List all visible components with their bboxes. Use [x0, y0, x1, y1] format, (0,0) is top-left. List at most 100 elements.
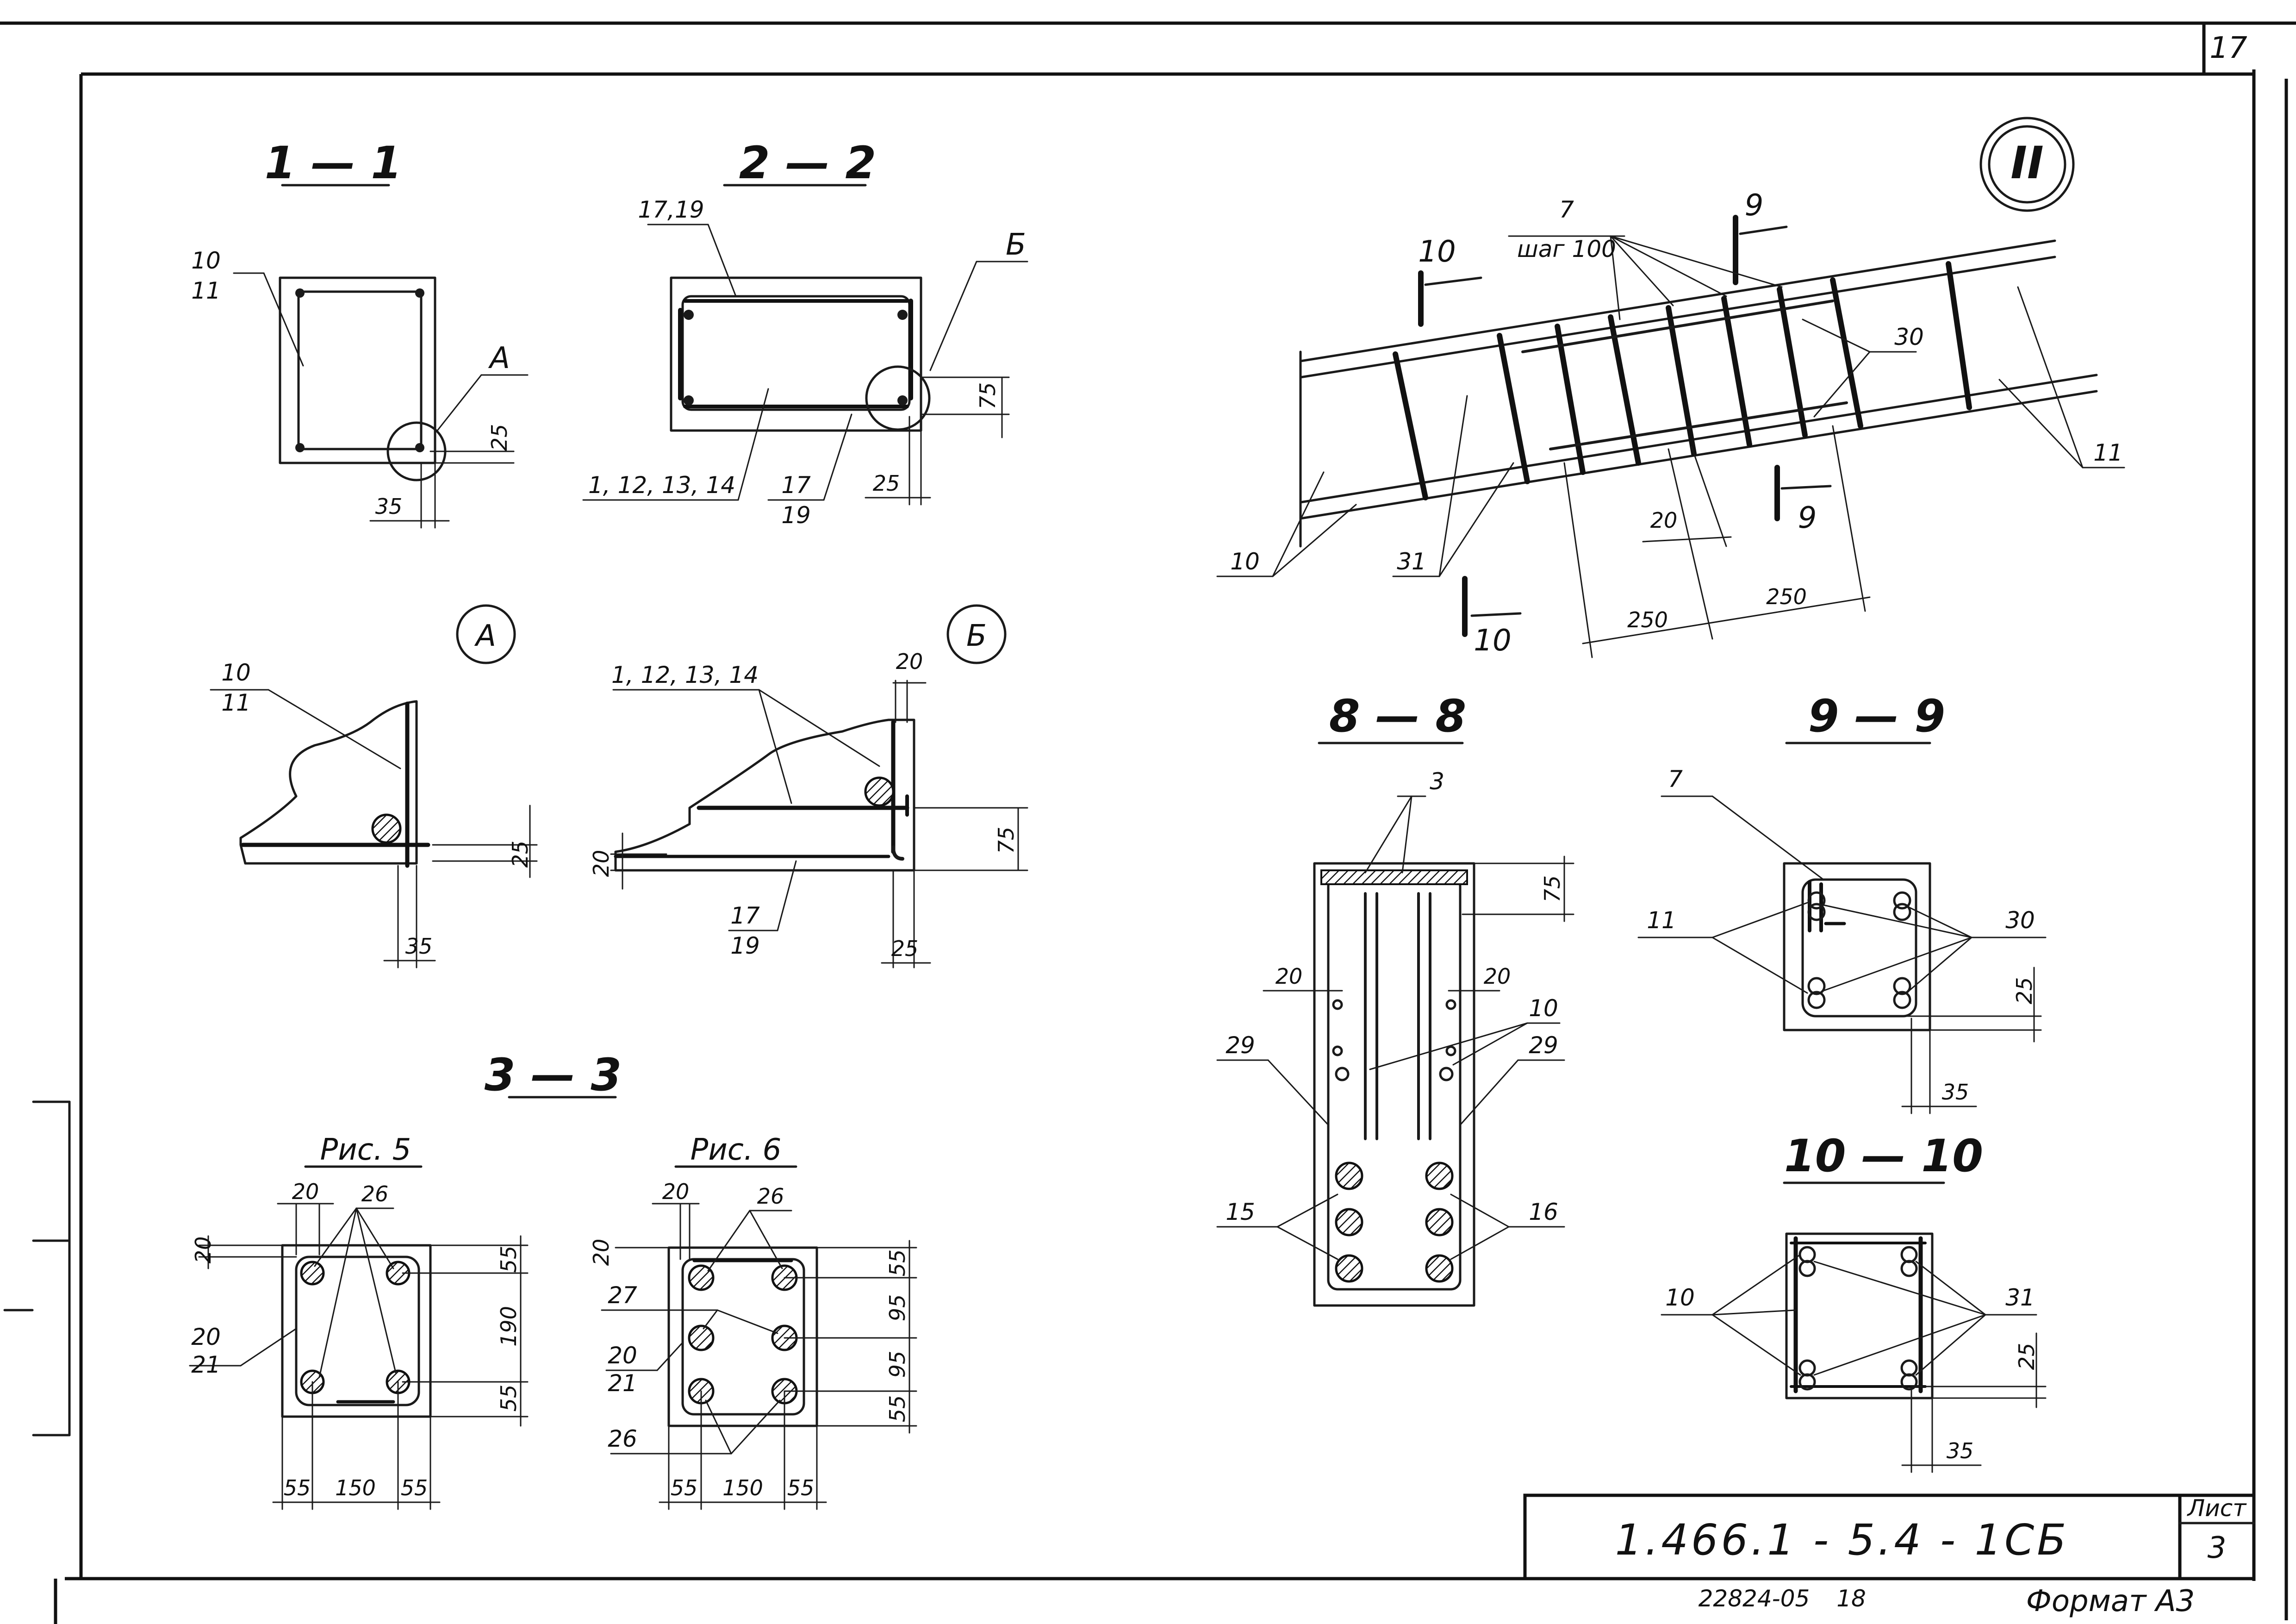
s11-callout-top: 10 [191, 247, 221, 274]
node2-cut10-bottom: 10 [1474, 624, 1511, 658]
s88-callout-10: 10 [1529, 995, 1558, 1022]
s99-dim-25: 25 [2012, 977, 2037, 1005]
detail-a-callout-bottom: 11 [221, 689, 251, 716]
detail-b [610, 604, 1028, 968]
node-2-marker: II [2010, 137, 2043, 189]
node2-cut10-top: 10 [1418, 235, 1456, 269]
s22-callout-top: 17,19 [638, 196, 704, 223]
s88-callout-29-left: 29 [1226, 1032, 1255, 1059]
section-9-9: 9 — 9 [1637, 690, 2047, 1114]
section-10-10-title: 10 — 10 [1784, 1130, 1983, 1182]
s88-callout-3: 3 [1430, 768, 1444, 795]
s22-callout-bars: 1, 12, 13, 14 [588, 472, 735, 499]
inventory-number: 22824-05 [1699, 1585, 1810, 1612]
fig6-callout-top: 20 [608, 1342, 637, 1369]
s11-dim-cover: 25 [487, 424, 512, 451]
fig6-dim-20-left: 20 [589, 1239, 614, 1266]
detail-a-callout-top: 10 [221, 659, 251, 686]
section-2-2: 2 — 2 [582, 137, 1028, 506]
title-block [1523, 1493, 2256, 1580]
detail-b-dim-top: 20 [896, 649, 923, 674]
sheet-frame [0, 21, 2296, 1624]
s99-callout-30: 30 [2005, 907, 2035, 934]
fig5-callout-26: 26 [361, 1181, 389, 1206]
section-3-3-title: 3 — 3 [485, 1049, 622, 1101]
s1010-callout-31: 31 [2005, 1284, 2035, 1311]
fig5-dim-55-top: 55 [496, 1246, 521, 1273]
s88-dim-20-right: 20 [1484, 964, 1511, 989]
fig5-dim-55-bottom: 55 [496, 1385, 521, 1412]
fig5-dim-190: 190 [496, 1306, 521, 1347]
s22-dim-25: 25 [873, 471, 900, 496]
fig5-dim-55-left: 55 [284, 1475, 311, 1500]
detail-a-marker: А [474, 619, 496, 653]
s1010-dim-35: 35 [1947, 1438, 1974, 1463]
fig6-dim-150: 150 [722, 1475, 763, 1500]
fig5-dim-20-left: 20 [191, 1237, 216, 1264]
section-8-8-title: 8 — 8 [1329, 690, 1466, 742]
section-10-10: 10 — 10 [1661, 1130, 2047, 1473]
node2-callout-10: 10 [1230, 548, 1260, 575]
s88-callout-29-right: 29 [1529, 1032, 1558, 1059]
s22-callout-mesh-top: 17 [781, 472, 811, 499]
fig6-callout-26-top: 26 [757, 1184, 784, 1209]
figure-5 [189, 1165, 529, 1510]
node2-cut9-bottom: 9 [1798, 501, 1817, 535]
fig5-callout-bottom: 21 [191, 1351, 221, 1378]
fig5-dim-55-right: 55 [401, 1475, 428, 1500]
figure-5-caption: Рис. 5 [320, 1133, 411, 1167]
detail-b-callout-bars: 1, 12, 13, 14 [611, 662, 759, 688]
detail-b-callout-mesh-bottom: 19 [730, 932, 760, 959]
s11-callout-bottom: 11 [191, 277, 221, 304]
node2-callout-11: 11 [2093, 439, 2123, 466]
fig5-dim-150: 150 [335, 1475, 376, 1500]
fig6-dim-95-b: 95 [885, 1351, 910, 1378]
detail-b-callout-mesh-top: 17 [730, 902, 760, 929]
fig5-callout-top: 20 [191, 1324, 221, 1350]
fig6-dim-55-left: 55 [671, 1475, 698, 1500]
figure-6 [601, 1165, 917, 1510]
detail-a-dim-edge: 35 [405, 934, 433, 959]
s88-callout-15: 15 [1226, 1199, 1255, 1225]
s11-detail-ref: А [488, 341, 510, 375]
detail-b-dim-25: 25 [891, 936, 919, 961]
s99-callout-11: 11 [1647, 907, 1676, 934]
detail-b-dim-left: 20 [589, 850, 614, 877]
fig6-callout-bottom: 21 [608, 1370, 637, 1397]
section-1-1: 1 — 1 [233, 137, 529, 529]
s22-callout-mesh-bottom: 19 [781, 502, 811, 529]
s88-callout-16: 16 [1529, 1199, 1558, 1225]
detail-b-marker: Б [966, 619, 987, 653]
section-8-8: 8 — 8 [1216, 690, 1574, 1307]
drawing-code: 1.466.1 - 5.4 - 1СБ [1615, 1515, 2069, 1565]
fig6-dim-55-bottom: 55 [885, 1395, 910, 1423]
fig6-dim-55-right: 55 [787, 1475, 815, 1500]
s99-callout-7: 7 [1668, 766, 1683, 793]
s99-dim-35: 35 [1942, 1080, 1969, 1105]
copy-number: 18 [1836, 1585, 1866, 1612]
fig6-dim-55-top: 55 [885, 1249, 910, 1277]
fig6-dim-20-top: 20 [662, 1179, 690, 1204]
figure-6-caption: Рис. 6 [691, 1133, 782, 1167]
detail-a [210, 604, 538, 968]
sheet-number: 3 [2208, 1531, 2227, 1565]
node2-callout-30: 30 [1894, 324, 1924, 350]
s1010-dim-25: 25 [2014, 1343, 2039, 1370]
sheet-label: Лист [2187, 1495, 2247, 1522]
format-label: Формат А3 [2026, 1584, 2195, 1618]
s88-dim-75: 75 [1540, 875, 1565, 903]
node2-callout-7: 7 [1559, 196, 1574, 223]
node2-cut9-top: 9 [1745, 188, 1764, 223]
node-2 [1216, 117, 2125, 658]
section-9-9-title: 9 — 9 [1808, 690, 1945, 742]
s22-detail-ref: Б [1006, 228, 1026, 262]
corner-sheet-number: 17 [2209, 31, 2247, 65]
node2-dim-250-a: 250 [1627, 607, 1668, 632]
fig6-callout-26-bottom: 26 [608, 1425, 637, 1452]
s11-dim-edge: 35 [375, 494, 403, 519]
detail-a-dim-cover: 25 [508, 841, 533, 868]
node2-dim-250-b: 250 [1766, 584, 1807, 609]
node2-dim-20: 20 [1650, 508, 1678, 533]
